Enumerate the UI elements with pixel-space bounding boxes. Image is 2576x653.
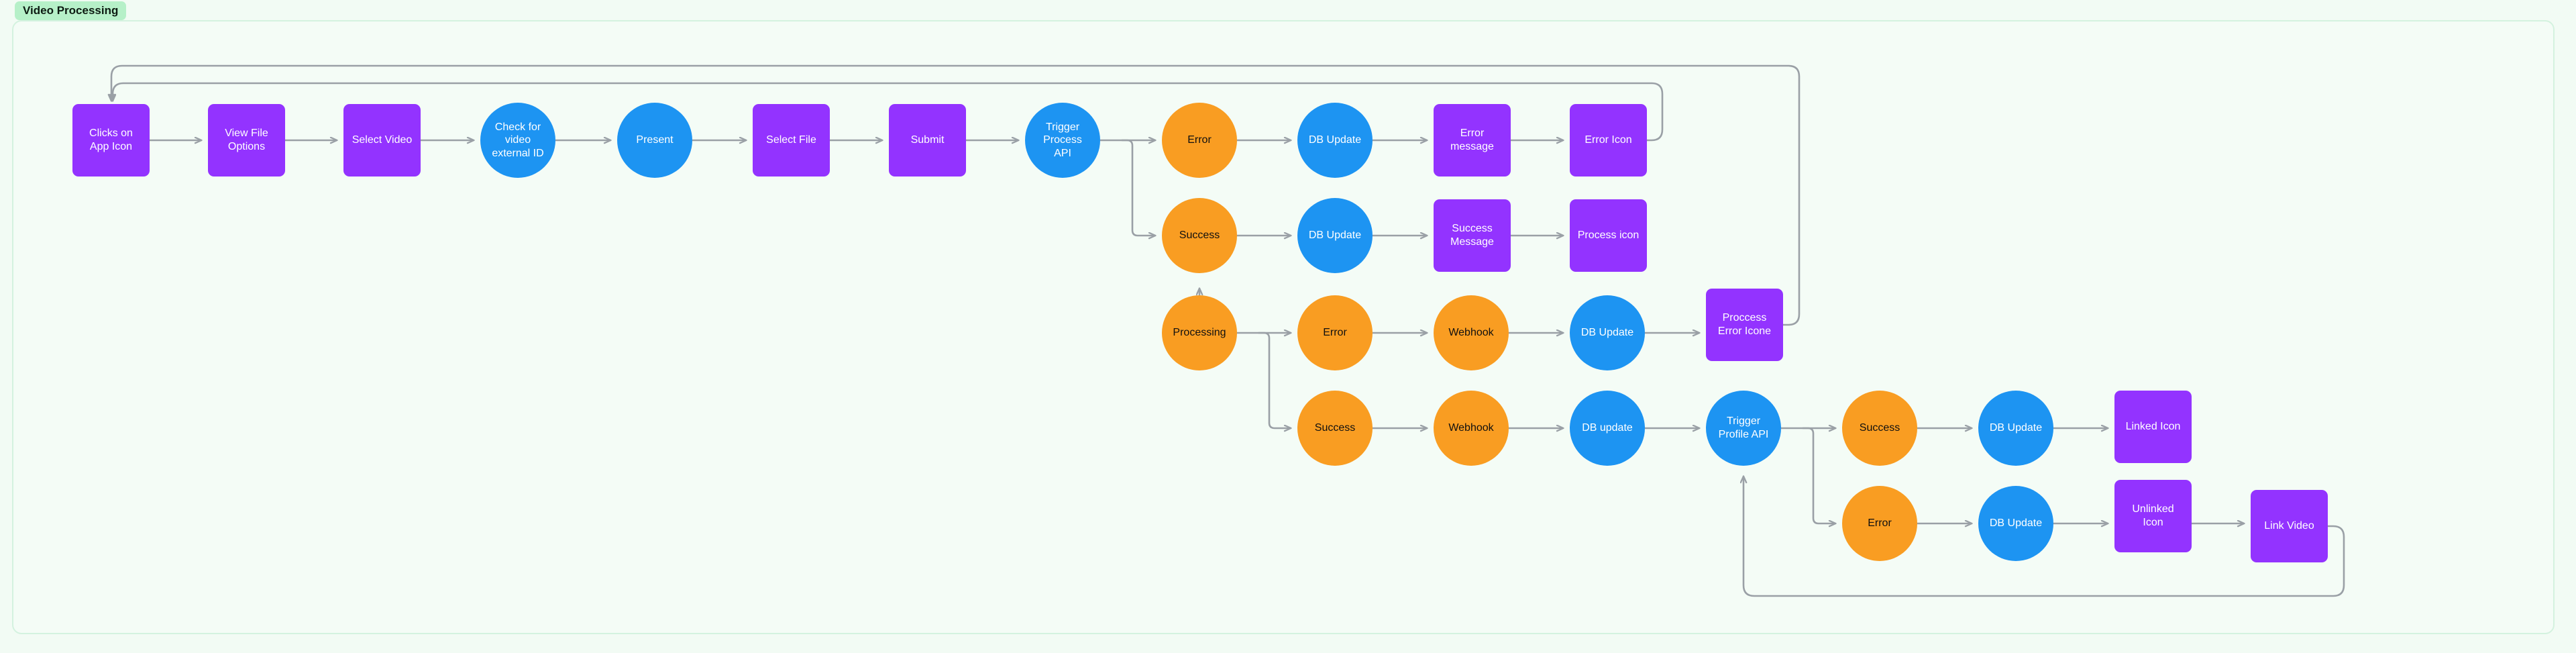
node-label: Success Message [1450,223,1494,248]
node-success-2[interactable]: Success [1297,391,1373,466]
node-db-update-3[interactable]: DB Update [1570,295,1645,370]
node-db-update-5[interactable]: DB Update [1978,391,2053,466]
node-linked-icon[interactable]: Linked Icon [2114,391,2192,463]
node-present[interactable]: Present [617,103,692,178]
node-label: Error Icon [1585,134,1632,146]
node-label: Error [1323,327,1347,339]
node-clicks-app-icon[interactable]: Clicks on App Icon [72,104,150,177]
node-label: Check for video external ID [492,121,544,159]
node-db-update-4[interactable]: DB update [1570,391,1645,466]
node-label: Trigger Profile API [1718,415,1769,440]
node-label: Success [1859,422,1900,434]
node-label: DB Update [1989,517,2043,530]
node-process-icon[interactable]: Process icon [1570,199,1647,272]
node-label: Present [636,134,674,146]
node-label: DB Update [1308,230,1362,242]
node-trigger-process-api[interactable]: Trigger Process API [1025,103,1100,178]
node-db-update-1[interactable]: DB Update [1297,103,1373,178]
node-success-message[interactable]: Success Message [1434,199,1511,272]
node-processing[interactable]: Processing [1162,295,1237,370]
node-label: Unlinked Icon [2132,503,2174,528]
node-label: Success [1179,230,1220,242]
node-label: Error [1187,134,1212,146]
node-trigger-profile-api[interactable]: Trigger Profile API [1706,391,1781,466]
node-process-error-icone[interactable]: Proccess Error Icone [1706,289,1783,361]
node-webhook-2[interactable]: Webhook [1434,391,1509,466]
node-label: DB update [1582,422,1633,434]
node-label: Clicks on App Icon [89,128,133,152]
node-error-2[interactable]: Error [1297,295,1373,370]
node-label: View File Options [225,128,268,152]
node-label: Submit [910,134,945,146]
node-db-update-6[interactable]: DB Update [1978,486,2053,561]
node-label: Webhook [1448,327,1494,339]
node-unlinked-icon[interactable]: Unlinked Icon [2114,480,2192,552]
node-label: Linked Icon [2125,421,2181,433]
node-db-update-2[interactable]: DB Update [1297,198,1373,273]
node-label: DB Update [1308,134,1362,146]
group-title-badge: Video Processing [15,1,127,20]
node-label: Proccess Error Icone [1717,312,1772,337]
node-label: Link Video [2264,520,2314,532]
node-label: Error message [1450,128,1494,152]
node-success-1[interactable]: Success [1162,198,1237,273]
node-submit[interactable]: Submit [889,104,966,177]
node-error-message[interactable]: Error message [1434,104,1511,177]
node-check-external-id[interactable]: Check for video external ID [480,103,555,178]
node-webhook-1[interactable]: Webhook [1434,295,1509,370]
node-label: Success [1314,422,1356,434]
node-label: Webhook [1448,422,1494,434]
node-view-file-options[interactable]: View File Options [208,104,285,177]
node-error-icon[interactable]: Error Icon [1570,104,1647,177]
node-link-video[interactable]: Link Video [2251,490,2328,562]
node-label: Error [1868,517,1892,530]
node-select-video[interactable]: Select Video [343,104,421,177]
node-label: DB Update [1580,327,1634,339]
node-label: Processing [1173,327,1226,339]
node-label: Trigger Process API [1043,121,1082,159]
node-error-3[interactable]: Error [1842,486,1917,561]
node-label: Select Video [352,134,413,146]
node-success-3[interactable]: Success [1842,391,1917,466]
node-error-1[interactable]: Error [1162,103,1237,178]
node-label: DB Update [1989,422,2043,434]
node-label: Process icon [1577,230,1640,242]
node-label: Select File [766,134,816,146]
node-select-file[interactable]: Select File [753,104,830,177]
